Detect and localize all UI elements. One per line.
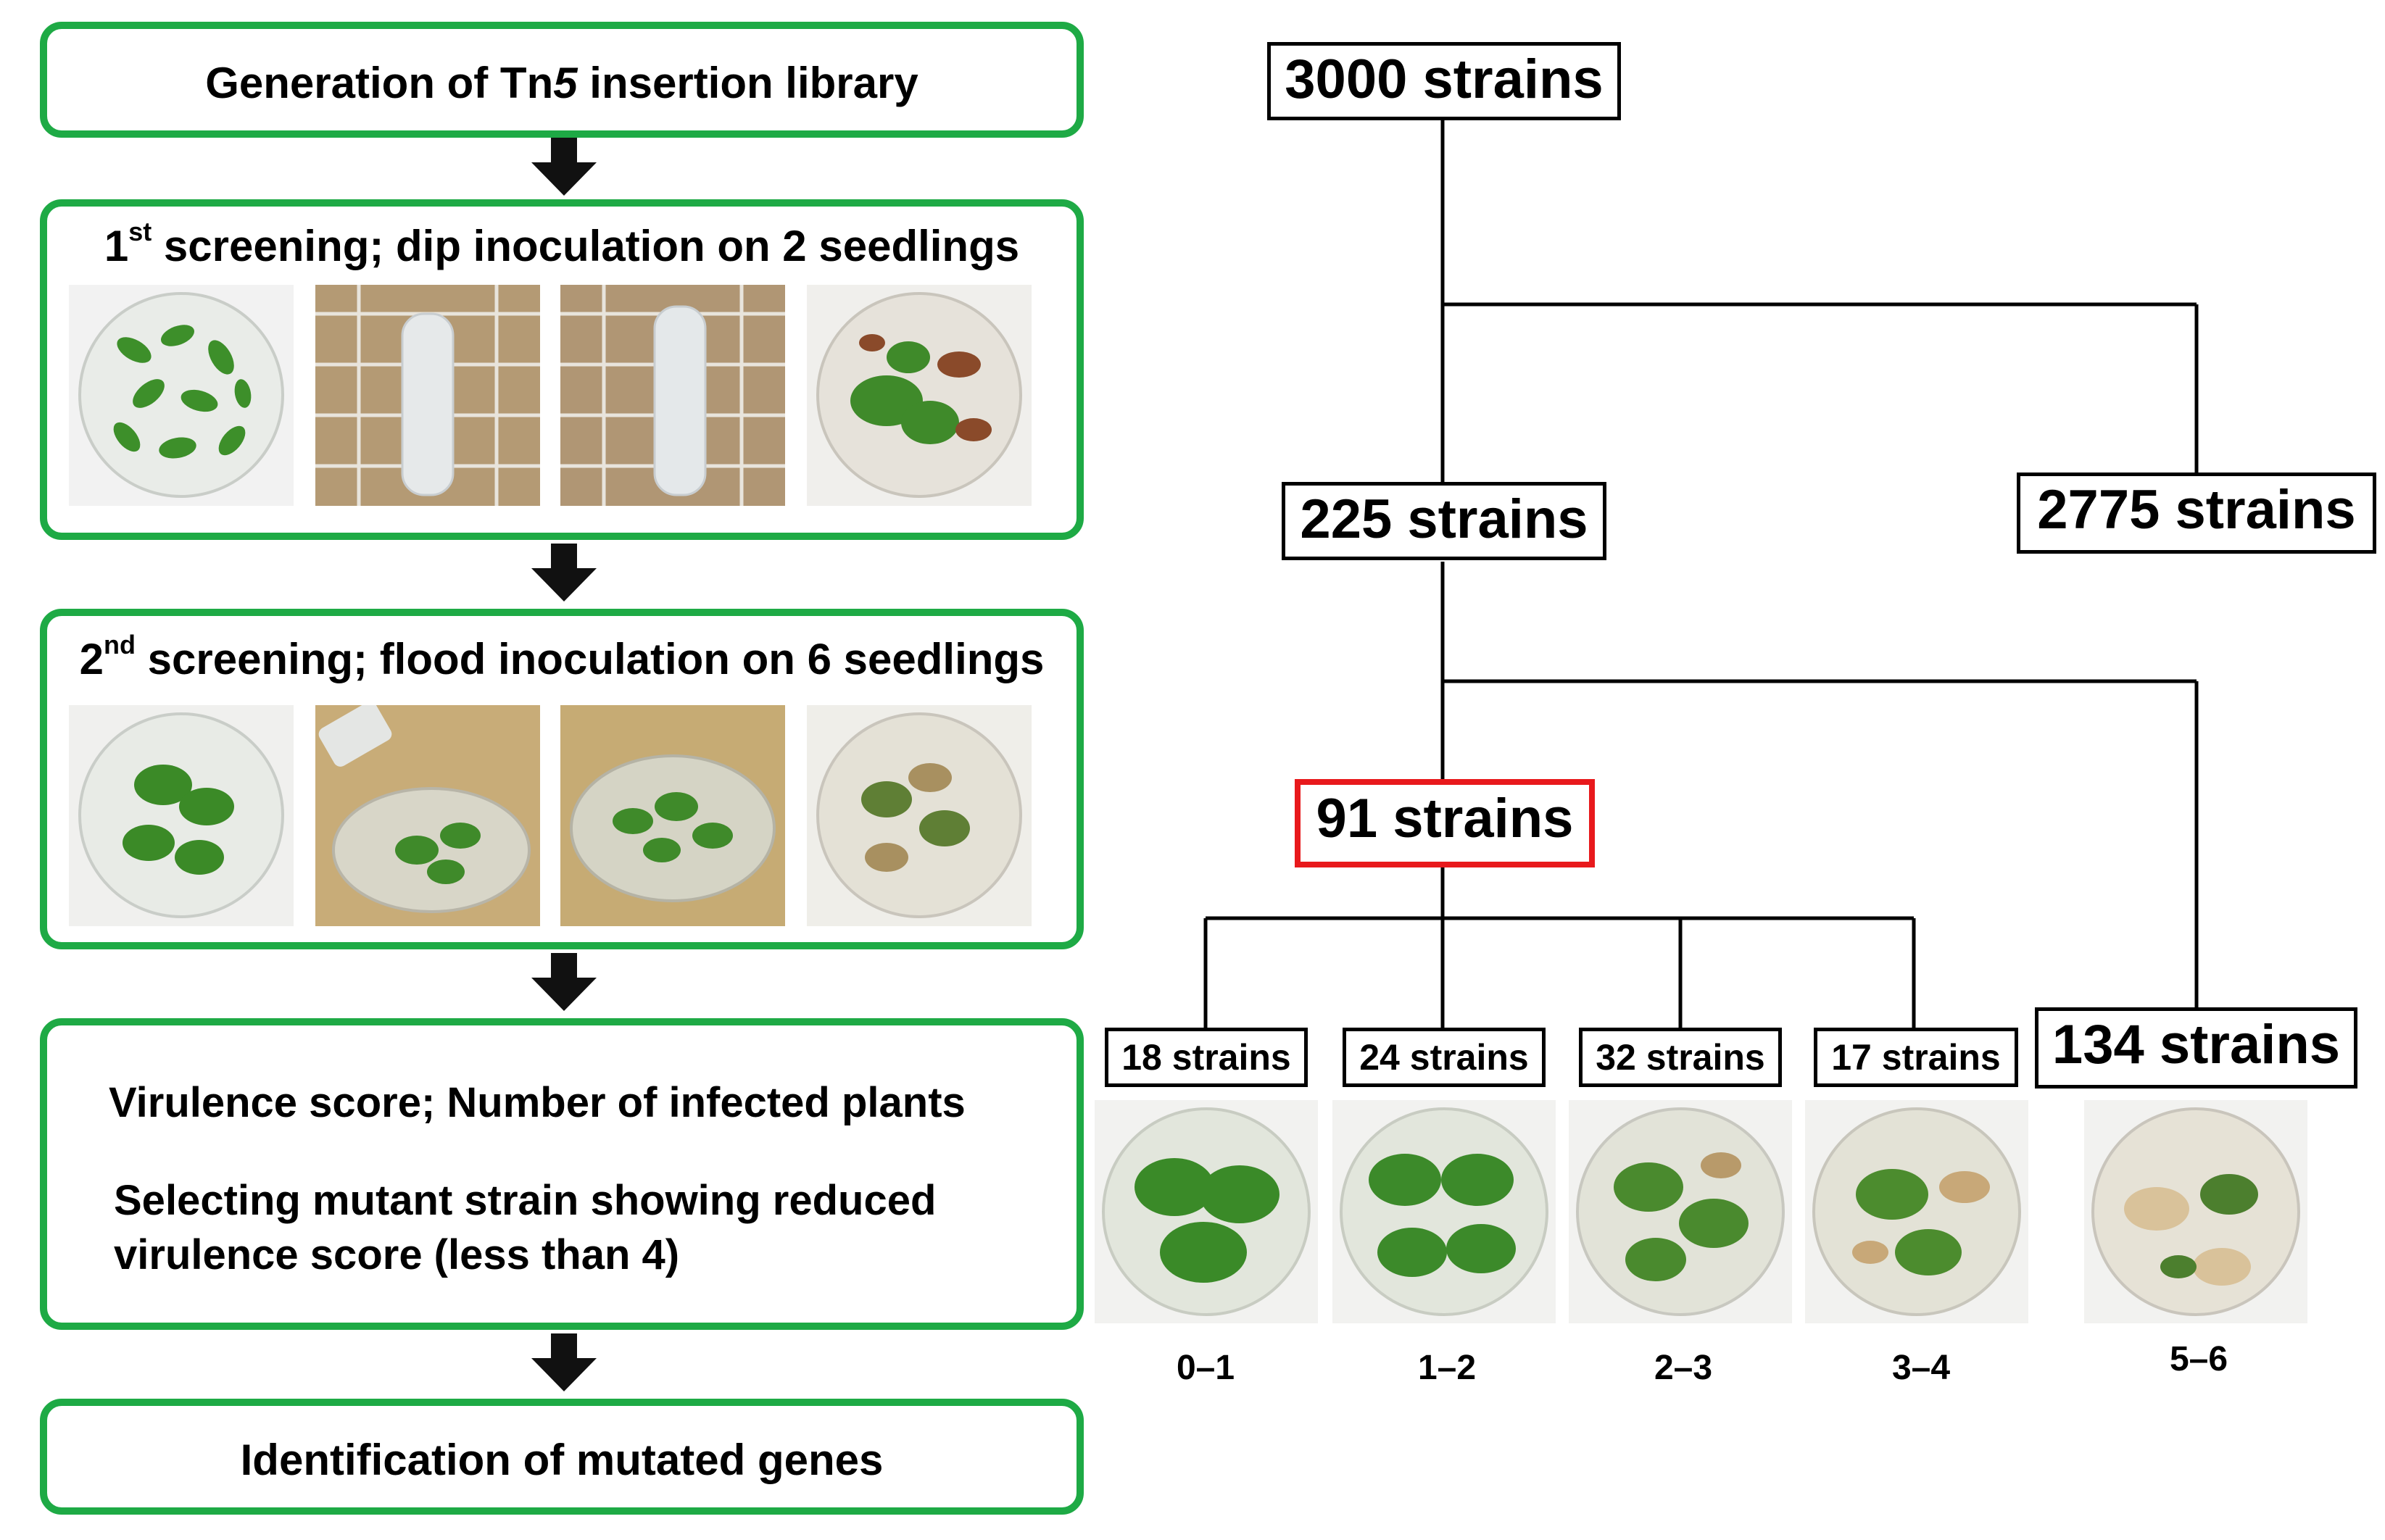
second-screening-title: 2nd screening; flood inoculation on 6 se… <box>47 632 1077 684</box>
score-label-3-4: 3–4 <box>1891 1349 1951 1387</box>
first-screening-ordinal: 1 <box>104 222 129 270</box>
second-screening-text: screening; flood inoculation on 6 seedli… <box>135 635 1045 683</box>
down-arrow-icon <box>531 138 597 196</box>
first-screening-title: 1st screening; dip inoculation on 2 seed… <box>47 219 1077 271</box>
node-134-strains: 134 strains <box>2035 1007 2357 1089</box>
first-screening-sup: st <box>128 217 152 246</box>
score-label-0-1: 0–1 <box>1176 1349 1235 1387</box>
step-first-screening-box: 1st screening; dip inoculation on 2 seed… <box>40 199 1084 540</box>
photo-infected-plate-1 <box>807 285 1032 506</box>
step-virulence-box: Virulence score; Number of infected plan… <box>40 1018 1084 1330</box>
node-18-strains: 18 strains <box>1105 1028 1308 1087</box>
score-label-1-2: 1–2 <box>1417 1349 1477 1387</box>
virulence-score-line: Virulence score; Number of infected plan… <box>109 1079 966 1126</box>
node-91-strains-highlighted: 91 strains <box>1295 779 1595 867</box>
down-arrow-icon <box>531 544 597 602</box>
node-3000-strains: 3000 strains <box>1267 42 1621 120</box>
step-library-title: Generation of Tn5 insertion library <box>47 58 1077 108</box>
photo-score-3-4 <box>1805 1100 2028 1323</box>
node-32-strains: 32 strains <box>1579 1028 1782 1087</box>
selecting-line-1: Selecting mutant strain showing reduced <box>114 1177 937 1224</box>
score-label-2-3: 2–3 <box>1654 1349 1713 1387</box>
step-identification-box: Identification of mutated genes <box>40 1399 1084 1515</box>
node-17-strains: 17 strains <box>1814 1028 2018 1087</box>
down-arrow-icon <box>531 1333 597 1391</box>
node-2775-strains: 2775 strains <box>2017 473 2376 554</box>
photo-dip-tube-2 <box>560 285 785 506</box>
photo-score-2-3 <box>1569 1100 1792 1323</box>
photo-flood-plate <box>560 705 785 926</box>
photo-seedlings-plate <box>69 285 294 506</box>
library-text: Generation of Tn5 insertion library <box>205 59 918 107</box>
selecting-line-2: virulence score (less than 4) <box>114 1231 680 1278</box>
photo-score-5-6 <box>2084 1100 2307 1323</box>
identification-title: Identification of mutated genes <box>240 1436 884 1484</box>
photo-dip-tube-1 <box>315 285 540 506</box>
down-arrow-icon <box>531 953 597 1011</box>
step-second-screening-box: 2nd screening; flood inoculation on 6 se… <box>40 609 1084 949</box>
second-screening-ordinal: 2 <box>79 635 104 683</box>
first-screening-text: screening; dip inoculation on 2 seedling… <box>152 222 1020 270</box>
photo-flood-pour <box>315 705 540 926</box>
second-screening-sup: nd <box>103 630 136 659</box>
node-225-strains: 225 strains <box>1282 482 1606 560</box>
photo-score-1-2 <box>1332 1100 1556 1323</box>
step-library-box: Generation of Tn5 insertion library <box>40 22 1084 138</box>
score-label-5-6: 5–6 <box>2169 1340 2228 1378</box>
photo-infected-plate-2 <box>807 705 1032 926</box>
node-24-strains: 24 strains <box>1343 1028 1546 1087</box>
photo-seedlings-plate-2 <box>69 705 294 926</box>
photo-score-0-1 <box>1095 1100 1318 1323</box>
